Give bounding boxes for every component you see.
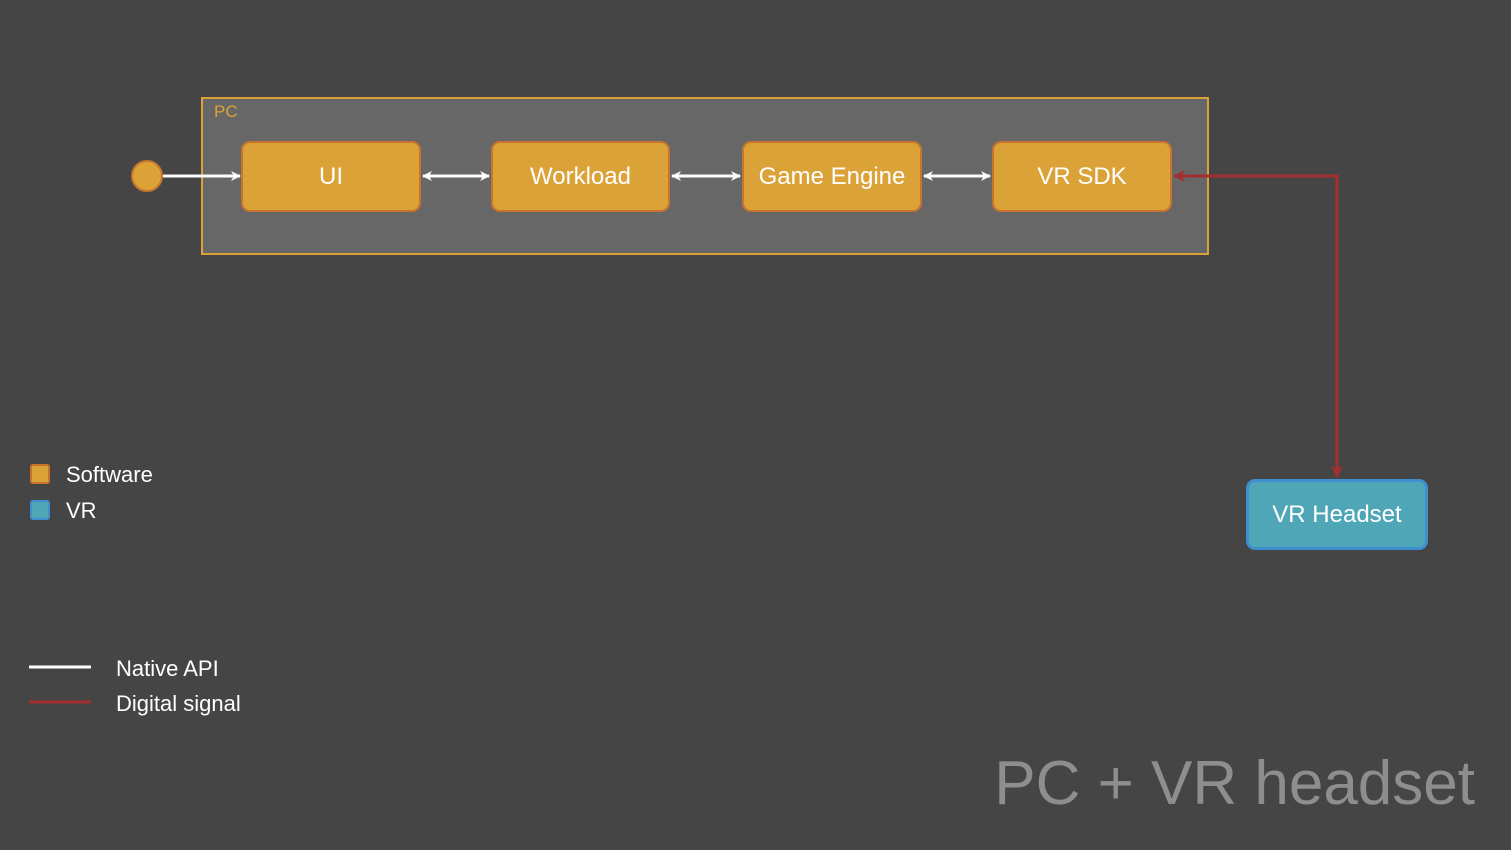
legend-label-digital-signal: Digital signal [116,691,241,716]
pc-container-label: PC [214,102,238,121]
edge-vr-sdk-vr-headset [1173,170,1343,478]
legend-swatch-software [30,464,50,484]
legend-label-software: Software [66,462,153,487]
vr-headset-node: VR Headset [1246,479,1428,550]
game-engine-node: Game Engine [742,141,922,212]
legend-label-vr: VR [66,498,97,523]
legend-label-native-api: Native API [116,656,219,681]
diagram-title: PC + VR headset [994,749,1475,818]
workload-node: Workload [491,141,670,212]
legend-swatch-vr [30,500,50,520]
start-node [131,160,163,192]
ui-node: UI [241,141,421,212]
vr-sdk-node: VR SDK [992,141,1172,212]
